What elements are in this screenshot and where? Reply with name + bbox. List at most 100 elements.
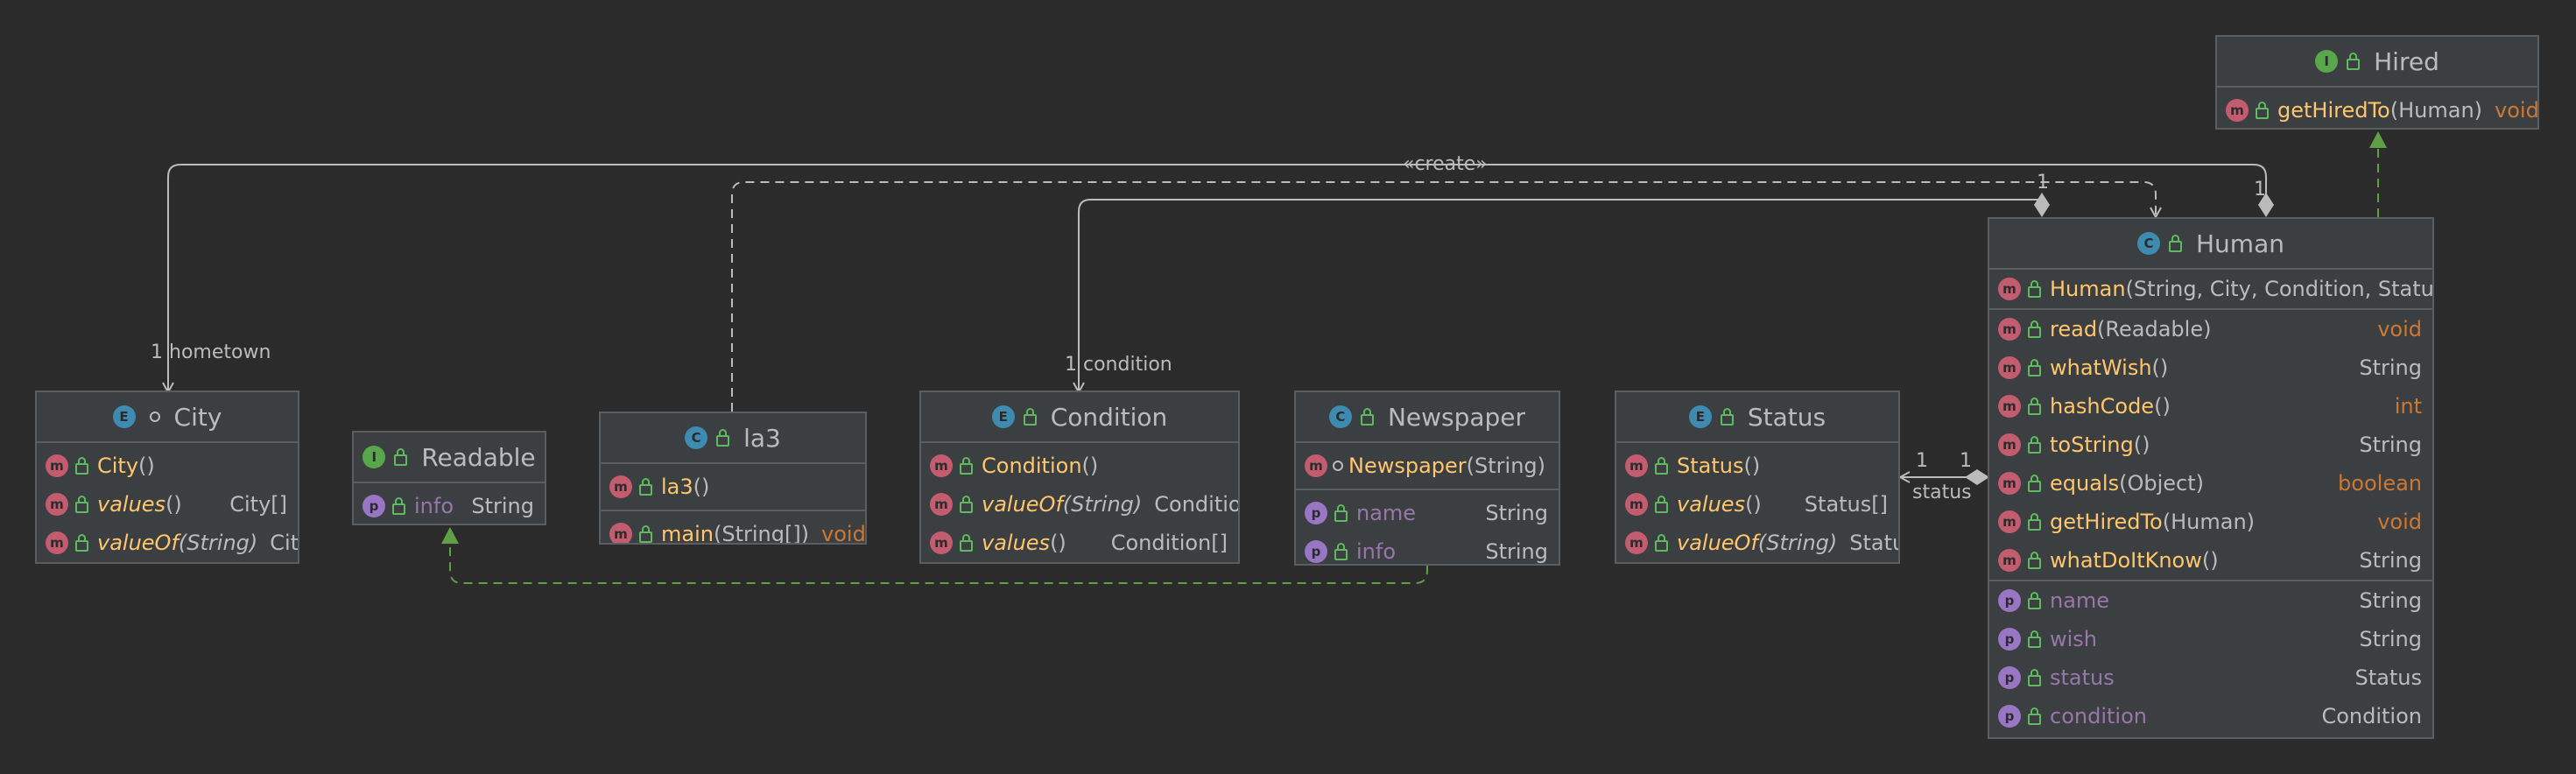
method-icon: m [1998,549,2021,572]
readable-interface-node[interactable]: I Readable p info String [352,431,546,525]
city-member-row[interactable]: m valueOf(String) City [37,524,298,562]
static-method-icon: m [1625,531,1648,554]
human-method-row[interactable]: m hashCode() int [1989,387,2432,426]
la3-header: C la3 [601,413,865,464]
status-member-row[interactable]: m valueOf(String) Status [1616,524,1898,562]
condition-member-row[interactable]: m values() Condition[] [921,524,1238,562]
public-lock-icon [960,533,973,552]
public-lock-icon [2028,591,2041,609]
method-icon: m [46,454,68,477]
city-member-row[interactable]: m City() [37,447,298,485]
public-lock-icon [2028,474,2041,492]
static-method-icon: m [930,493,953,516]
interface-icon: I [362,446,386,468]
human-top-mult-b: 1 [2254,179,2266,201]
method-icon: m [930,454,953,477]
newspaper-field-row[interactable]: p info String [1296,532,1559,564]
human-header: C Human [1989,219,2432,270]
method-icon: m [1998,510,2021,533]
public-lock-icon [1655,495,1668,513]
hometown-multiplicity: 1 hometown [151,341,271,363]
class-icon: C [1328,405,1352,428]
city-title: City [173,402,222,432]
newspaper-member-row[interactable]: m Newspaper(String) [1296,447,1559,485]
newspaper-header: C Newspaper [1296,392,1559,443]
public-lock-icon [1023,407,1037,426]
status-member-row[interactable]: m values() Status[] [1616,485,1898,524]
public-lock-icon [960,495,973,513]
method-icon: m [1998,472,2021,495]
newspaper-field-row[interactable]: p name String [1296,494,1559,532]
condition-member-row[interactable]: m Condition() [921,447,1238,485]
public-lock-icon [2028,668,2041,686]
status-class-node[interactable]: E Status m Status() m values() Status[] … [1615,391,1900,564]
human-class-node[interactable]: C Human m Human(String, City, Condition,… [1988,217,2434,739]
hired-interface-node[interactable]: I Hired m getHiredTo(Human) void [2215,35,2539,130]
interface-icon: I [2315,50,2339,73]
human-title: Human [2196,229,2284,258]
static-method-icon: m [46,493,68,516]
public-lock-icon [2028,512,2041,531]
condition-class-node[interactable]: E Condition m Condition() m valueOf(Stri… [919,391,1240,564]
la3-member-row[interactable]: m la3() [601,468,865,506]
hired-title: Hired [2374,46,2439,76]
public-lock-icon [2028,279,2041,298]
public-lock-icon [2028,397,2041,415]
human-field-row[interactable]: p status Status [1989,658,2432,697]
condition-role: condition [1083,354,1172,376]
human-top-mult-a: 1 [2037,172,2049,194]
public-lock-icon [75,495,88,513]
public-lock-icon [2256,101,2269,119]
human-method-row[interactable]: m whatDoItKnow() String [1989,541,2432,580]
public-lock-icon [1655,456,1668,475]
human-field-row[interactable]: p condition Condition [1989,697,2432,735]
public-lock-icon [2169,234,2182,252]
property-icon: p [362,495,385,517]
human-method-row[interactable]: m read(Readable) void [1989,310,2432,348]
public-lock-icon [2028,358,2041,376]
public-lock-icon [2028,630,2041,648]
readable-title: Readable [421,442,536,472]
human-field-row[interactable]: p wish String [1989,620,2432,658]
property-icon: p [1998,666,2021,689]
hired-member-row[interactable]: m getHiredTo(Human) void [2217,91,2537,128]
condition-member-row[interactable]: m valueOf(String) Condition [921,485,1238,524]
newspaper-class-node[interactable]: C Newspaper m Newspaper(String) p name S… [1294,391,1560,566]
hometown-mult: 1 [151,341,163,363]
public-lock-icon [1655,533,1668,552]
human-method-row[interactable]: m equals(Object) boolean [1989,464,2432,503]
human-method-row[interactable]: m toString() String [1989,426,2432,464]
readable-field-row[interactable]: p info String [354,487,545,524]
city-class-node[interactable]: E City m City() m values() City[] m valu… [35,391,299,564]
human-field-row[interactable]: p name String [1989,581,2432,620]
property-icon: p [1998,628,2021,651]
public-lock-icon [2347,52,2361,70]
hometown-role: hometown [169,341,271,363]
static-method-icon: m [46,531,68,554]
city-member-row[interactable]: m values() City[] [37,485,298,524]
la3-member-row[interactable]: m main(String[]) void [601,515,865,543]
status-member-row[interactable]: m Status() [1616,447,1898,485]
la3-class-node[interactable]: C la3 m la3() m main(String[]) void [599,412,867,545]
method-icon: m [1305,454,1327,477]
public-lock-icon [1334,503,1348,522]
method-icon: m [1998,356,2021,379]
property-icon: p [1305,502,1327,524]
status-composition-diamond [1965,469,1989,485]
condition-header: E Condition [921,392,1238,443]
human-method-row[interactable]: m whatWish() String [1989,348,2432,387]
public-lock-icon [75,456,88,475]
newspaper-title: Newspaper [1387,402,1526,432]
property-icon: p [1998,589,2021,612]
public-lock-icon [1334,542,1348,560]
condition-title: Condition [1050,402,1168,432]
public-lock-icon [1360,407,1374,426]
package-private-icon [149,412,160,422]
method-icon: m [1998,395,2021,418]
human-method-row[interactable]: m getHiredTo(Human) void [1989,503,2432,541]
status-title: Status [1747,402,1826,432]
public-lock-icon [392,496,405,515]
human-constructor-row[interactable]: m Human(String, City, Condition, Status) [1989,270,2432,308]
condition-mult: 1 [1065,354,1077,376]
public-lock-icon [716,428,730,447]
